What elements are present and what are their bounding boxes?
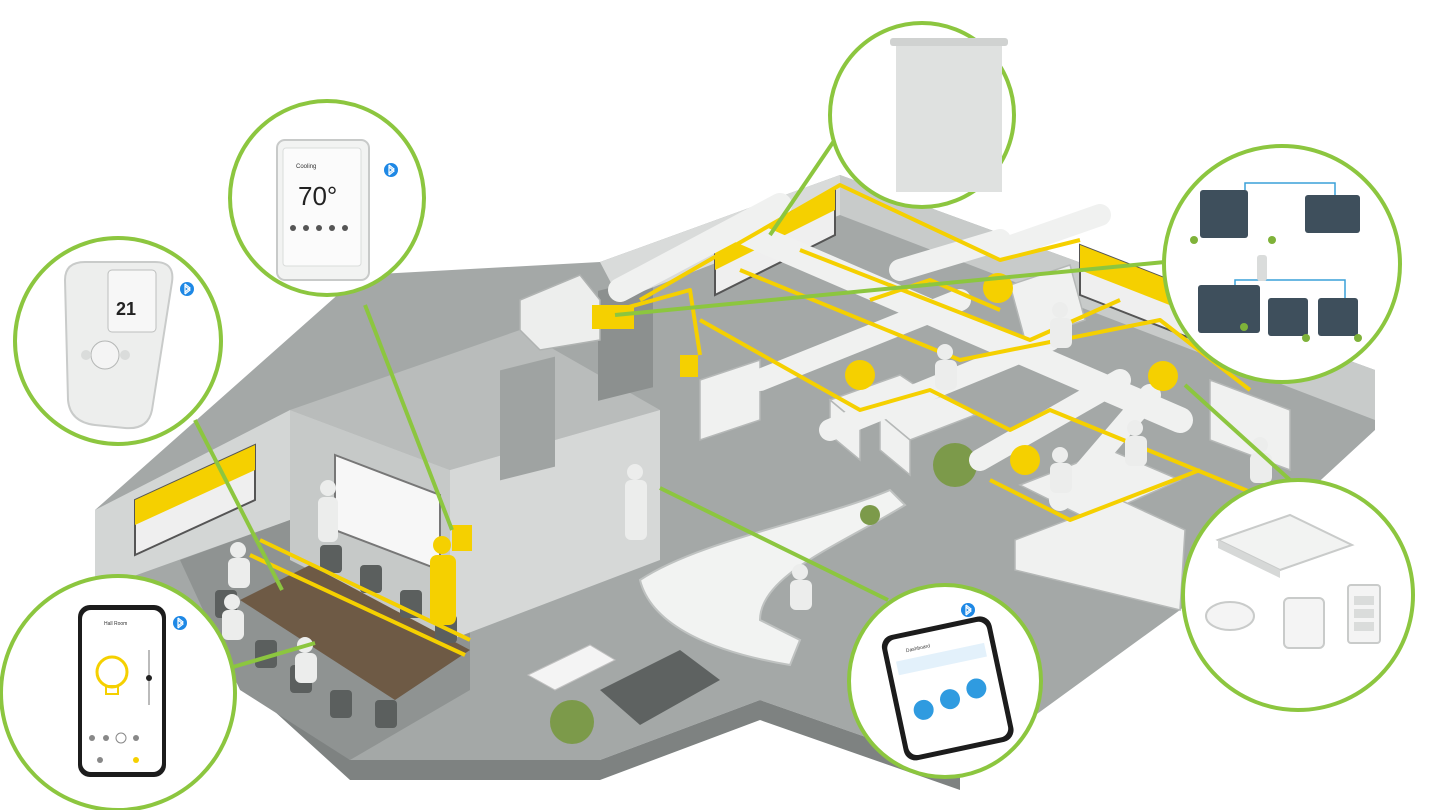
remote-dpad	[90, 340, 120, 370]
blind-icon	[1354, 334, 1362, 342]
remote-button-left	[81, 350, 91, 360]
air-handler-unit	[519, 274, 601, 351]
blind-roller	[890, 38, 1008, 46]
thermostat-icons-row	[290, 225, 348, 231]
plug-in-module	[1283, 597, 1325, 649]
app-control-button-3[interactable]	[965, 677, 989, 701]
vav-box	[680, 355, 698, 377]
lounge-table	[526, 644, 617, 691]
people	[222, 302, 1272, 683]
app-control-button-2[interactable]	[938, 687, 962, 711]
controller-module	[1305, 195, 1360, 233]
light-fixture-panel	[1215, 513, 1355, 572]
thermostat-header: Cooling	[296, 164, 316, 170]
callout-connectors	[193, 133, 1292, 669]
conference-table	[240, 565, 470, 700]
elevator-door	[500, 356, 555, 481]
network-devices	[452, 273, 1178, 551]
floor-edge	[95, 590, 960, 790]
thermostat-screen	[282, 147, 362, 267]
switch-buttons	[1354, 596, 1374, 631]
person-seated-2	[222, 594, 244, 640]
control-network	[249, 183, 1271, 657]
app-control-button-1[interactable]	[912, 698, 936, 722]
wireless-sensor	[1257, 255, 1267, 281]
person-office-5	[1050, 447, 1072, 493]
io-module-1	[1268, 298, 1308, 336]
callout-controllers	[1162, 144, 1402, 384]
brightness-slider-handle[interactable]	[146, 675, 152, 681]
ceiling-sensor-3	[1148, 361, 1178, 391]
thermostat-temperature: 70°	[298, 181, 337, 211]
bluetooth-icon	[180, 282, 194, 296]
duct-controller	[592, 305, 634, 329]
occupancy-sensor	[1205, 601, 1255, 631]
person-office-2	[935, 344, 957, 390]
callout-phone-app-building: Dashboard	[847, 583, 1043, 779]
callout-wall-thermostat: Cooling 70°	[228, 99, 426, 297]
wall-unit-yellow	[452, 525, 472, 551]
remote-button-right	[120, 350, 130, 360]
person-standing-whiteboard	[318, 480, 338, 542]
person-walking	[625, 464, 647, 540]
ceiling-sensor-4	[1010, 445, 1040, 475]
phone-screen	[82, 610, 162, 772]
controller-network-lines	[1234, 182, 1346, 298]
person-highlighted	[430, 536, 456, 625]
callout-window-blind	[828, 21, 1016, 209]
io-module-2	[1318, 298, 1358, 336]
main-controller	[1200, 190, 1248, 238]
person-seated-1	[228, 542, 250, 588]
app-tile-row	[896, 642, 987, 676]
phone-app-header: Hall Room	[104, 621, 127, 627]
person-office-1	[1050, 302, 1072, 348]
fan-icon	[1240, 323, 1248, 331]
window-blind-right	[1080, 245, 1195, 315]
plants	[550, 443, 977, 744]
core-block-top	[290, 330, 660, 470]
person-reception	[790, 564, 812, 610]
lightbulb-icon	[1268, 236, 1276, 244]
callout-phone-app-lighting: Hall Room	[0, 574, 237, 810]
bluetooth-icon	[961, 603, 975, 617]
phone-bottom-icons	[89, 732, 139, 763]
callout-sensors-fixtures	[1181, 478, 1415, 712]
callout-remote-control: 21	[13, 236, 223, 446]
window-blind-left	[135, 445, 255, 525]
ceiling-sensor-1	[845, 360, 875, 390]
controller-base	[1198, 285, 1260, 333]
person-office-3	[1125, 420, 1147, 466]
remote-screen	[107, 269, 157, 333]
lightbulb-icon	[1302, 334, 1310, 342]
remote-display-value: 21	[116, 299, 136, 319]
blind-fabric	[896, 46, 1002, 192]
bluetooth-icon	[384, 163, 398, 177]
fan-icon	[1190, 236, 1198, 244]
light-fixture-panel-side	[1218, 540, 1280, 578]
phone-app-header: Dashboard	[905, 643, 930, 654]
lightbulb-icon	[95, 655, 129, 695]
lounge-sofa	[600, 650, 720, 725]
bluetooth-icon	[173, 616, 187, 630]
